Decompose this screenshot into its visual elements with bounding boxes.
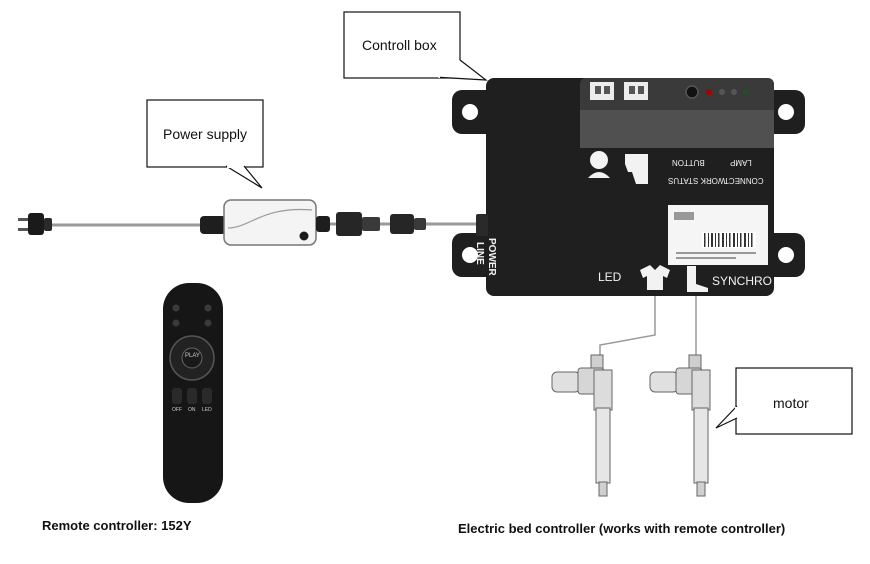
motor-right: [649, 354, 711, 497]
motor-wires: [599, 296, 697, 370]
caption-remote: Remote controller: 152Y: [42, 518, 192, 533]
wall-plug: [18, 213, 52, 235]
control-box: [452, 78, 805, 296]
remote-controller: [163, 283, 223, 503]
label-synchro: SYNCHRO: [712, 274, 773, 288]
caption-bed-controller: Electric bed controller (works with remo…: [458, 521, 786, 536]
callout-motor: motor: [773, 395, 809, 411]
label-work-status: WORK STATUS: [668, 176, 726, 185]
cable-connector: [336, 212, 426, 236]
label-power-line-1: POWER: [486, 238, 497, 276]
motor-left: [551, 354, 613, 497]
callout-control-box: Controll box: [362, 37, 437, 53]
callout-box-control: [343, 11, 488, 81]
boot-icon: [687, 266, 708, 292]
label-power-line-2: LINE: [474, 242, 485, 265]
callout-box-motor: [715, 367, 853, 435]
remote-label-off: OFF: [172, 407, 182, 413]
shirt-icon: [640, 265, 670, 290]
label-connect: CONNECT: [724, 176, 764, 185]
remote-label-play: PLAY: [185, 353, 200, 359]
callout-power-supply: Power supply: [163, 126, 248, 142]
remote-label-led: LED: [202, 407, 212, 413]
person-icon: [588, 151, 610, 178]
label-led: LED: [598, 270, 622, 284]
label-button: BUTTON: [672, 158, 705, 167]
label-lamp: LAMP: [730, 158, 752, 167]
remote-label-on: ON: [188, 407, 196, 413]
boot-icon-top: [625, 154, 648, 184]
power-supply-adapter: [200, 199, 330, 246]
callout-box-power: [146, 99, 264, 189]
